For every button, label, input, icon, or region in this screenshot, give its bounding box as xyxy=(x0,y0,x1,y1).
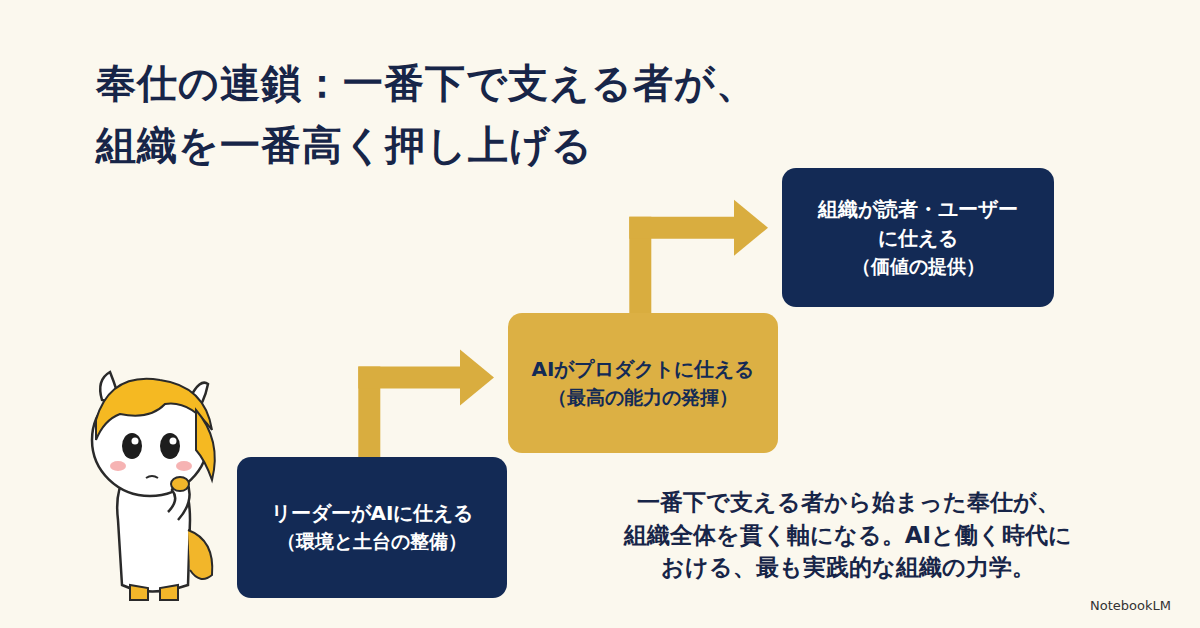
elbow-arrow xyxy=(358,349,494,457)
mascot-hoof xyxy=(160,585,178,600)
box-subtext: （最高の能力の発揮） xyxy=(548,384,738,412)
connector-shaft xyxy=(629,217,736,239)
mascot-eye xyxy=(122,433,142,459)
mascot-eye-shine xyxy=(132,438,139,445)
mascot-cheek xyxy=(176,461,192,471)
mascot-eye xyxy=(160,433,180,459)
mascot-mane xyxy=(96,379,212,440)
mascot-hand xyxy=(171,477,189,491)
process-box: AIがプロダクトに仕える（最高の能力の発揮） xyxy=(508,313,778,453)
elbow-arrow xyxy=(629,200,768,313)
watermark: NotebookLM xyxy=(1090,598,1171,613)
mascot-cheek xyxy=(110,461,126,471)
arrow-head xyxy=(734,200,768,256)
mascot-illustration xyxy=(92,372,215,600)
diagram-title: 奉仕の連鎖：一番下で支える者が、 組織を一番高く押し上げる xyxy=(96,52,996,176)
mascot-mouth xyxy=(146,476,158,478)
watermark-text: NotebookLM xyxy=(1090,598,1171,613)
mascot-mane xyxy=(196,410,215,480)
connector-shaft xyxy=(358,366,462,388)
process-box: リーダーがAIに仕える（環境と土台の整備） xyxy=(237,457,507,598)
mascot-tail xyxy=(188,530,212,579)
box-heading: リーダーがAIに仕える xyxy=(271,499,474,528)
box-heading: AIがプロダクトに仕える xyxy=(532,355,755,384)
box-subtext: （価値の提供） xyxy=(852,253,985,281)
box-subtext: （環境と土台の整備） xyxy=(277,528,467,556)
box-heading: 組織が読者・ユーザー に仕える xyxy=(806,195,1030,253)
diagram-caption: 一番下で支える者から始まった奉仕が、 組織全体を貫く軸になる。AIと働く時代に … xyxy=(598,486,1098,584)
arrow-head xyxy=(460,349,494,405)
mascot-hoof xyxy=(130,585,148,600)
mascot-eye-shine xyxy=(170,438,177,445)
process-box: 組織が読者・ユーザー に仕える（価値の提供） xyxy=(782,168,1054,307)
